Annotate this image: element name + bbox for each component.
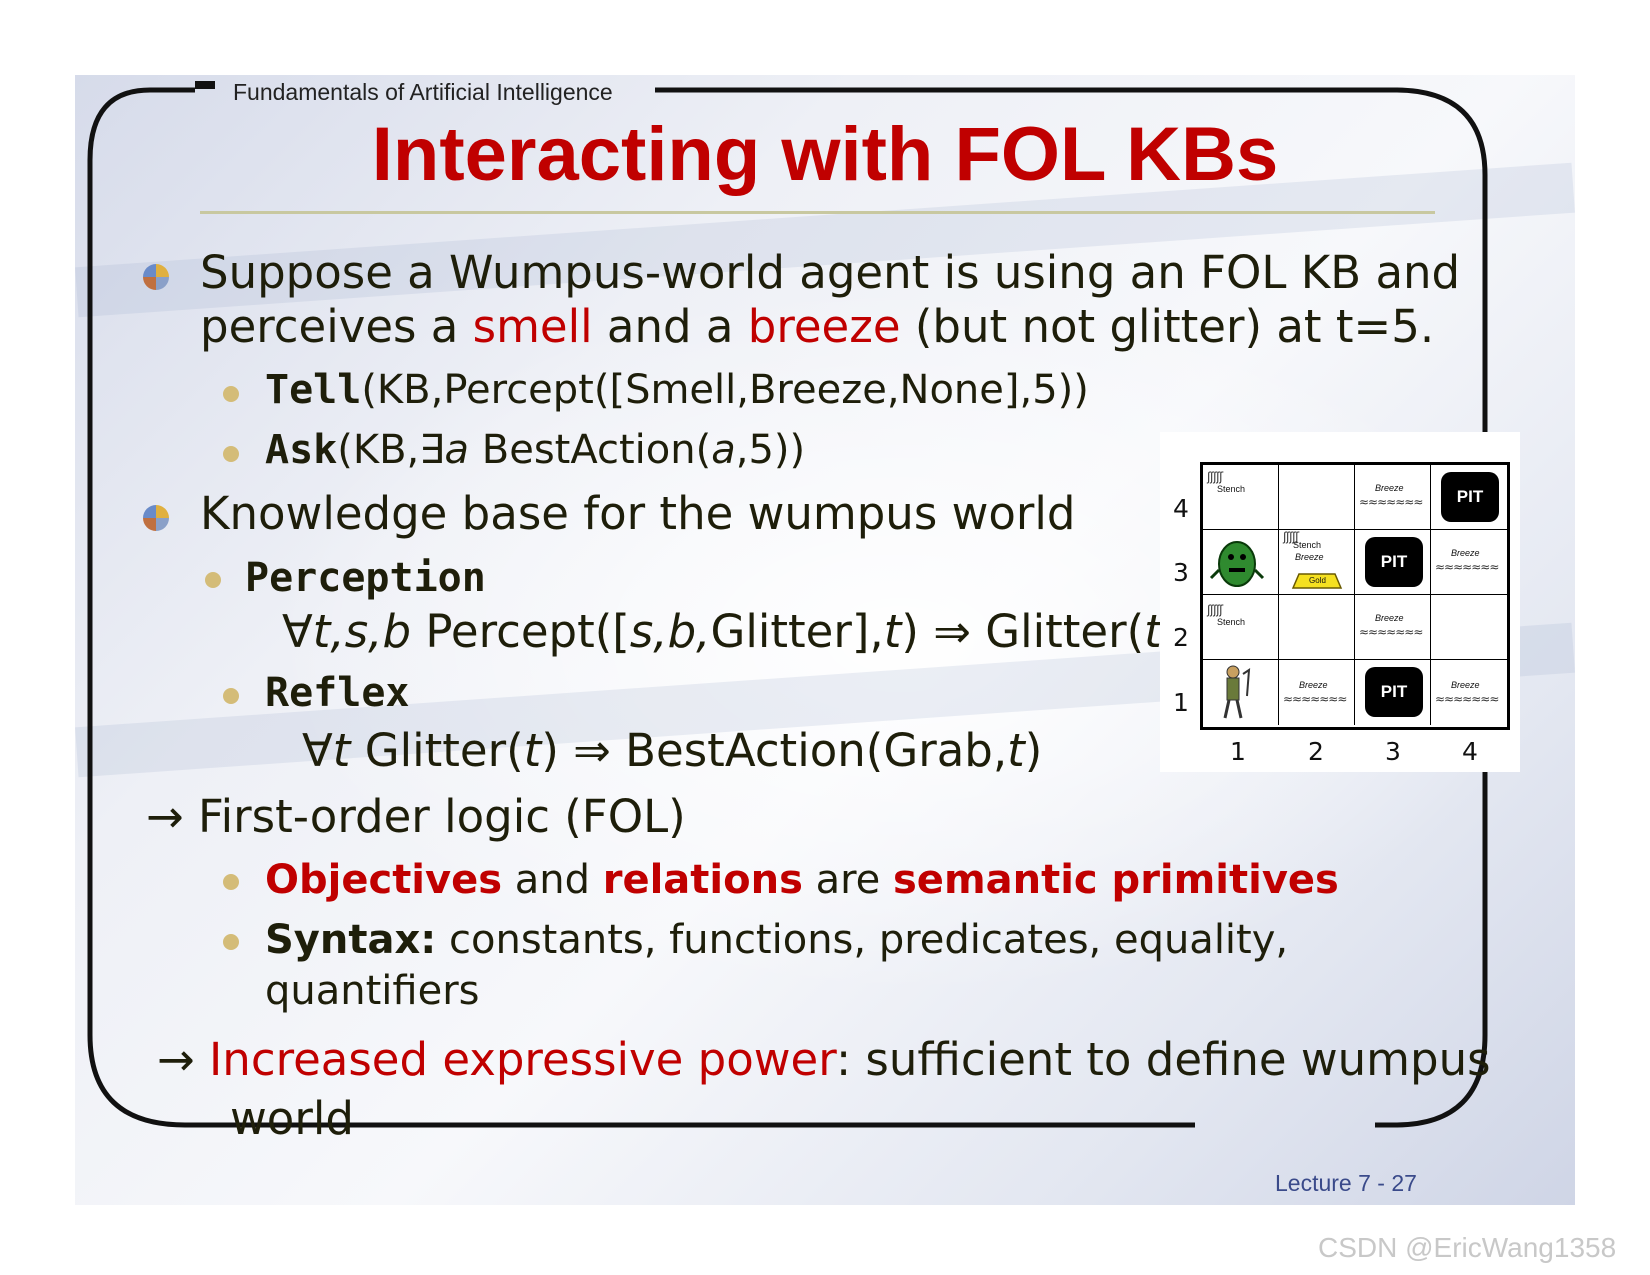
stench-icon: ʃʃʃʃʃ — [1283, 530, 1299, 544]
cell-4-4: PIT — [1431, 465, 1507, 530]
quad-bullet-icon — [143, 505, 169, 531]
breeze-icon: ≈≈≈≈≈≈≈ — [1435, 560, 1499, 574]
dot-bullet-icon — [223, 934, 239, 950]
cell-4-1: ≈≈≈≈≈≈≈ Breeze — [1431, 660, 1507, 725]
reflex-rule: ∀t Glitter(t) ⇒ BestAction(Grab,t) — [302, 724, 1043, 777]
fol-primitives: Objectives and relations are semantic pr… — [265, 857, 1339, 903]
bullet-text: perceives a smell and a breeze (but not … — [200, 300, 1435, 353]
dot-bullet-icon — [223, 874, 239, 890]
title-divider — [200, 211, 1435, 214]
gold-icon — [1291, 573, 1343, 589]
stench-label: Stench — [1217, 617, 1246, 627]
cell-1-2: ʃʃʃʃʃ Stench — [1203, 595, 1279, 660]
cell-2-3: ʃʃʃʃʃ Stench Breeze Gold — [1279, 530, 1355, 595]
pit-icon: PIT — [1441, 472, 1499, 522]
cell-3-2: ≈≈≈≈≈≈≈ Breeze — [1355, 595, 1431, 660]
bullet-text: Suppose a Wumpus-world agent is using an… — [200, 246, 1461, 299]
cell-1-3 — [1203, 530, 1279, 595]
row-label: 1 — [1173, 688, 1189, 717]
perception-rule: ∀t,s,b Percept([s,b,Glitter],t) ⇒ Glitte… — [282, 605, 1179, 658]
quad-bullet-icon — [143, 264, 169, 290]
breeze-label: Breeze — [1299, 680, 1328, 690]
breeze-icon: ≈≈≈≈≈≈≈ — [1435, 692, 1499, 706]
cell-3-4: ≈≈≈≈≈≈≈ Breeze — [1355, 465, 1431, 530]
wumpus-world-grid: 4 3 2 1 1 2 3 4 ʃʃʃʃʃ Stench ≈≈≈≈≈≈≈ Bre… — [1160, 432, 1520, 772]
dot-bullet-icon — [205, 572, 221, 588]
row-label: 2 — [1173, 623, 1189, 652]
stench-icon: ʃʃʃʃʃ — [1207, 603, 1223, 617]
breeze-icon: ≈≈≈≈≈≈≈ — [1359, 625, 1423, 639]
arrow-icon: → — [157, 1033, 195, 1086]
col-label: 2 — [1308, 737, 1324, 766]
bullet-text: Knowledge base for the wumpus world — [200, 487, 1076, 540]
row-label: 4 — [1173, 494, 1189, 523]
course-title: Fundamentals of Artificial Intelligence — [233, 79, 613, 105]
cell-2-2 — [1279, 595, 1355, 660]
agent-icon — [1223, 665, 1251, 719]
row-label: 3 — [1173, 558, 1189, 587]
pit-icon: PIT — [1365, 537, 1423, 587]
cell-4-2 — [1431, 595, 1507, 660]
breeze-icon: ≈≈≈≈≈≈≈ — [1359, 495, 1423, 509]
expressive-power-cont: world — [230, 1092, 354, 1145]
dot-bullet-icon — [223, 688, 239, 704]
ask-statement: Ask(KB,∃a BestAction(a,5)) — [265, 427, 806, 473]
perception-keyword: Perception — [245, 555, 486, 601]
breeze-label: Breeze — [1451, 548, 1480, 558]
cell-3-1: PIT — [1355, 660, 1431, 725]
expressive-power: → Increased expressive power: sufficient… — [157, 1033, 1491, 1086]
cell-4-3: ≈≈≈≈≈≈≈ Breeze — [1431, 530, 1507, 595]
dot-bullet-icon — [223, 446, 239, 462]
cell-2-1: ≈≈≈≈≈≈≈ Breeze — [1279, 660, 1355, 725]
stench-icon: ʃʃʃʃʃ — [1207, 470, 1223, 484]
cell-1-1 — [1203, 660, 1279, 725]
col-label: 4 — [1462, 737, 1478, 766]
slide-title: Interacting with FOL KBs — [371, 112, 1279, 197]
pit-icon: PIT — [1365, 667, 1423, 717]
breeze-label: Breeze — [1375, 483, 1404, 493]
col-label: 1 — [1230, 737, 1246, 766]
col-label: 3 — [1385, 737, 1401, 766]
cell-3-3: PIT — [1355, 530, 1431, 595]
cell-1-4: ʃʃʃʃʃ Stench — [1203, 465, 1279, 530]
grid-board: ʃʃʃʃʃ Stench ≈≈≈≈≈≈≈ Breeze PIT ʃʃʃʃʃ St… — [1200, 462, 1510, 730]
fol-syntax-cont: quantifiers — [265, 968, 480, 1014]
cell-2-4 — [1279, 465, 1355, 530]
stench-label: Stench — [1217, 484, 1246, 494]
breeze-label: Breeze — [1375, 613, 1404, 623]
arrow-icon: → — [146, 790, 184, 843]
stench-label: Stench — [1293, 540, 1322, 550]
breeze-label: Breeze — [1451, 680, 1480, 690]
tell-statement: Tell(KB,Percept([Smell,Breeze,None],5)) — [265, 367, 1089, 413]
reflex-keyword: Reflex — [265, 670, 410, 716]
lecture-number: Lecture 7 - 27 — [1275, 1170, 1417, 1196]
fol-heading: → First-order logic (FOL) — [146, 790, 686, 843]
fol-syntax: Syntax: constants, functions, predicates… — [265, 917, 1289, 963]
breeze-icon: ≈≈≈≈≈≈≈ — [1283, 692, 1347, 706]
wumpus-icon — [1209, 541, 1265, 587]
breeze-label: Breeze — [1295, 552, 1324, 562]
watermark: CSDN @EricWang1358 — [1318, 1232, 1617, 1263]
gold-label: Gold — [1309, 576, 1326, 585]
dot-bullet-icon — [223, 386, 239, 402]
